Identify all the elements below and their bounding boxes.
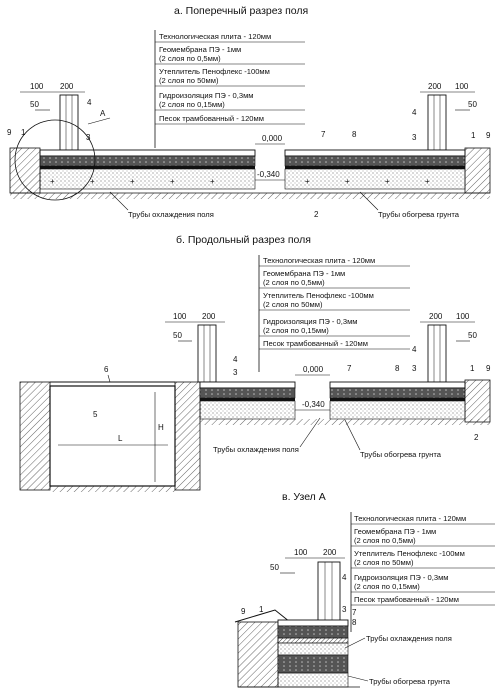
elevation-zero: 0,000 [262,134,283,143]
layer-label: (2 слоя по 0,15мм) [263,326,329,335]
pipes-heating-label: Трубы обогрева грунта [369,677,451,686]
mark-4: 4 [87,98,92,107]
dim-50: 50 [173,331,182,340]
mark-9: 9 [486,131,491,140]
layer-label: Гидроизоляция ПЭ - 0,3мм [263,317,358,326]
svg-text:+: + [385,177,390,186]
svg-text:+: + [90,177,95,186]
section-a-layer-list: Технологическая плита - 120мм Геомембран… [155,32,305,125]
pipes-heating-label: Трубы обогрева грунта [360,450,442,459]
mark-4: 4 [412,108,417,117]
layer-label: Геомембрана ПЭ - 1мм [263,269,345,278]
dim-50: 50 [468,100,477,109]
mark-1: 1 [470,364,475,373]
layer-label: Песок трамбованный - 120мм [263,339,368,348]
layer-label: (2 слоя по 50мм) [354,558,414,567]
layer-label: Геомембрана ПЭ - 1мм [159,45,241,54]
layer-label: Технологическая плита - 120мм [354,514,466,523]
dim-50: 50 [30,100,39,109]
mark-9: 9 [486,364,491,373]
dim-200: 200 [429,312,443,321]
section-b-layer-list: Технологическая плита - 120мм Геомембран… [259,256,410,350]
section-c-layer-list: Технологическая плита - 120мм Геомембран… [351,514,495,606]
mark-7: 7 [352,608,357,617]
dim-200: 200 [323,548,337,557]
callout-a: А [100,109,106,118]
layer-label: Геомембрана ПЭ - 1мм [354,527,436,536]
mark-7: 7 [347,364,352,373]
dim-l: L [118,434,123,443]
mark-4: 4 [412,345,417,354]
pipes-cooling-label: Трубы охлаждения поля [213,445,299,454]
layer-label: Песок трамбованный - 120мм [354,595,459,604]
layer-label: (2 слоя по 0,5мм) [263,278,325,287]
layer-label: (2 слоя по 50мм) [263,300,323,309]
mark-4: 4 [233,355,238,364]
layer-label: (2 слоя по 50мм) [159,76,219,85]
dim-h: H [158,423,164,432]
layer-label: (2 слоя по 0,5мм) [159,54,221,63]
elevation-minus: -0,340 [257,170,280,179]
mark-3: 3 [412,364,417,373]
mark-5: 5 [93,410,98,419]
svg-text:+: + [210,177,215,186]
svg-text:+: + [425,177,430,186]
mark-3: 3 [412,133,417,142]
mark-9: 9 [241,607,246,616]
mark-8: 8 [395,364,400,373]
mark-8: 8 [352,130,357,139]
layer-label: Песок трамбованный - 120мм [159,114,264,123]
pipes-cooling-label: Трубы охлаждения поля [366,634,452,643]
mark-2: 2 [314,210,319,219]
layer-label: Технологическая плита - 120мм [159,32,271,41]
dim-100: 100 [294,548,308,557]
dim-200: 200 [428,82,442,91]
svg-text:+: + [345,177,350,186]
pipes-cooling-label: Трубы охлаждения поля [128,210,214,219]
section-a: а. Поперечный разрез поля Технологическа… [7,5,491,219]
mark-3: 3 [342,605,347,614]
mark-6: 6 [104,365,109,374]
elevation-zero: 0,000 [303,365,324,374]
dim-100: 100 [30,82,44,91]
mark-2: 2 [474,433,479,442]
layer-label: (2 слоя по 0,15мм) [354,582,420,591]
mark-1: 1 [21,128,26,137]
layer-label: (2 слоя по 0,5мм) [354,536,416,545]
mark-3: 3 [86,133,91,142]
layer-label: Утеплитель Пенофлекс -100мм [263,291,374,300]
mark-7: 7 [321,130,326,139]
dim-50: 50 [270,563,279,572]
svg-text:+: + [170,177,175,186]
dim-200: 200 [202,312,216,321]
section-c: в. Узел А Технологическая плита - 120мм … [234,491,495,688]
dim-100: 100 [456,312,470,321]
section-a-title: а. Поперечный разрез поля [174,5,308,17]
layer-label: (2 слоя по 0,15мм) [159,100,225,109]
dim-100: 100 [455,82,469,91]
section-b-title: б. Продольный разрез поля [176,234,311,246]
mark-1: 1 [471,131,476,140]
mark-9: 9 [7,128,12,137]
layer-label: Гидроизоляция ПЭ - 0,3мм [354,573,449,582]
layer-label: Утеплитель Пенофлекс -100мм [354,549,465,558]
layer-label: Утеплитель Пенофлекс -100мм [159,67,270,76]
dim-50: 50 [468,331,477,340]
mark-1: 1 [259,605,264,614]
section-b: б. Продольный разрез поля Технологическа… [19,234,491,492]
svg-text:+: + [130,177,135,186]
elevation-minus: -0,340 [302,400,325,409]
dim-100: 100 [173,312,187,321]
section-c-title: в. Узел А [282,491,326,503]
layer-label: Гидроизоляция ПЭ - 0,3мм [159,91,254,100]
layer-label: Технологическая плита - 120мм [263,256,375,265]
pipes-heating-label: Трубы обогрева грунта [378,210,460,219]
svg-text:+: + [50,177,55,186]
svg-text:+: + [305,177,310,186]
mark-8: 8 [352,618,357,627]
mark-3: 3 [233,368,238,377]
dim-200: 200 [60,82,74,91]
mark-4: 4 [342,573,347,582]
